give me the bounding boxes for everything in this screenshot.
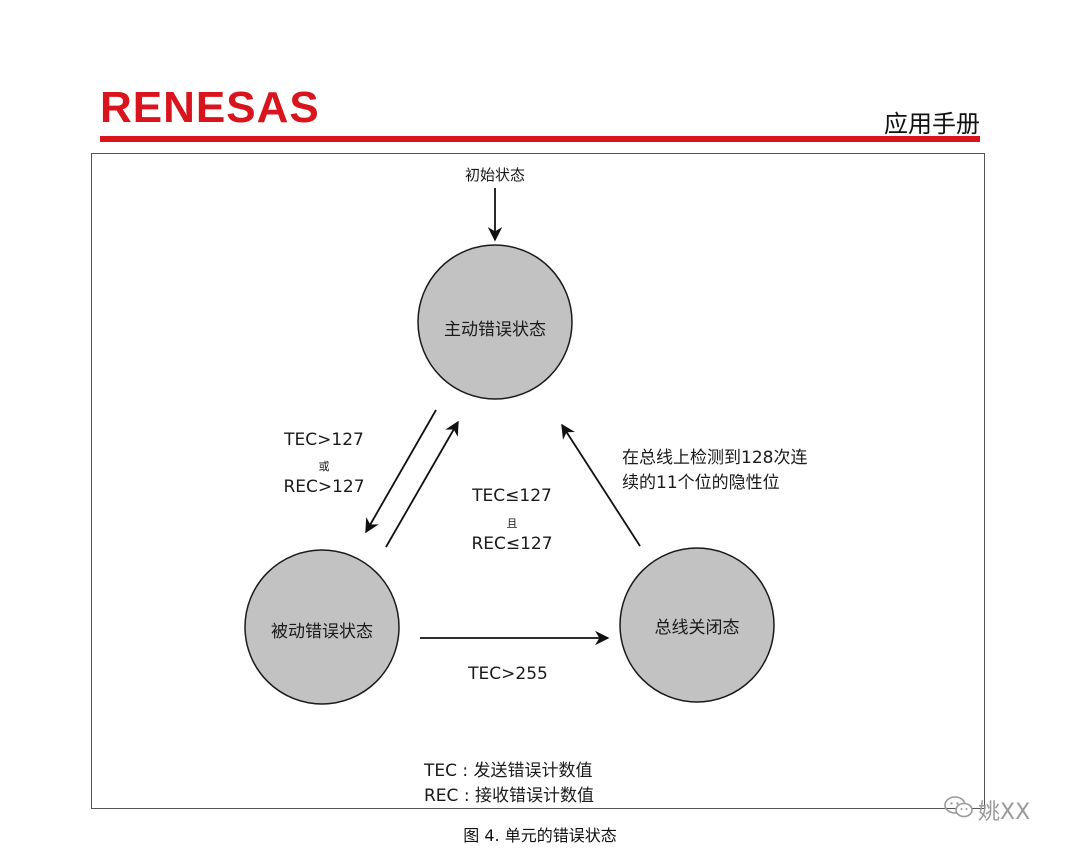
renesas-logo: RENESAS (100, 83, 320, 132)
transition-passive-to-busoff: TEC>255 (468, 664, 548, 684)
state-busoff-circle (619, 547, 775, 703)
state-active-circle (417, 244, 573, 400)
transition-to-passive-line1: TEC>127 (284, 430, 364, 450)
state-active-label: 主动错误状态 (444, 320, 546, 340)
transition-to-active-and: 且 (506, 517, 518, 530)
transition-to-passive-or: 或 (318, 460, 330, 473)
watermark: 姚XX (944, 794, 1030, 826)
legend-tec: TEC : 发送错误计数值 (424, 761, 593, 781)
arrow-busoff-to-active (561, 423, 641, 547)
state-passive-label: 被动错误状态 (271, 622, 373, 642)
page-title: 应用手册 (884, 110, 980, 138)
arrow-active-to-passive (365, 409, 437, 534)
watermark-text: 姚XX (978, 800, 1031, 825)
transition-to-active-line1: TEC≤127 (472, 486, 552, 506)
figure-caption: 图 4. 单元的错误状态 (463, 826, 617, 845)
state-busoff-label: 总线关闭态 (654, 618, 740, 638)
transition-busoff-to-active-line2: 续的11个位的隐性位 (622, 473, 780, 493)
wechat-icon (944, 795, 974, 825)
arrow-passive-to-active (385, 420, 459, 548)
transition-busoff-to-active-line1: 在总线上检测到128次连 (622, 448, 808, 468)
transition-to-active-line2: REC≤127 (471, 534, 553, 554)
transition-to-passive-line2: REC>127 (283, 477, 365, 497)
legend-rec: REC : 接收错误计数值 (424, 786, 594, 806)
diagram-frame (91, 153, 985, 809)
header-divider (100, 136, 980, 142)
initial-state-label: 初始状态 (464, 166, 525, 184)
state-passive-circle (244, 549, 400, 705)
